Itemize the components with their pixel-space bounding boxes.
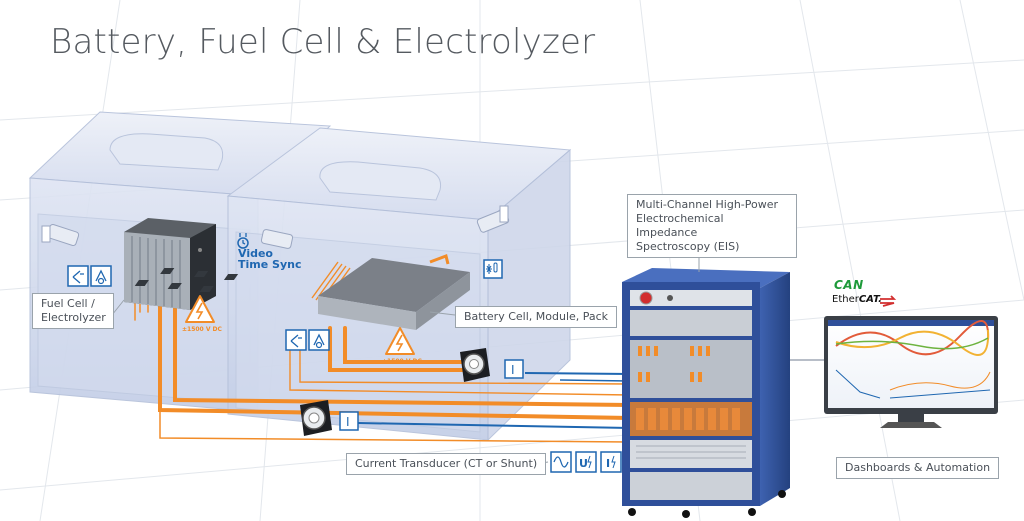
dashboards-label: Dashboards & Automation — [836, 457, 1000, 479]
can-bus-label: CAN — [834, 278, 864, 292]
stopwatch-icon — [237, 233, 249, 249]
dashboards-label-text: Dashboards & Automation — [845, 461, 991, 474]
blue-signal-cables — [357, 372, 631, 429]
voltage-signal-label: U — [579, 457, 588, 470]
monitor-icon — [824, 316, 998, 428]
camera-icon — [476, 205, 510, 233]
ct-symbol-label: I — [511, 363, 515, 377]
current-signal-label: I — [606, 457, 610, 470]
transducer-label-text: Current Transducer (CT or Shunt) — [355, 457, 538, 470]
ethercat-arrows-icon — [880, 295, 897, 307]
eis-label: Multi-Channel High-Power Electrochemical… — [627, 194, 797, 258]
battery-label: Battery Cell, Module, Pack — [455, 306, 618, 328]
temperature-sensor-icon — [90, 265, 112, 287]
eis-label-line3: Spectroscopy (EIS) — [636, 240, 740, 253]
fuel-cell-label-line2: Electrolyzer — [41, 311, 106, 324]
fuel-cell-label-line1: Fuel Cell / — [41, 297, 95, 310]
camera-icon — [41, 223, 80, 247]
battery-pack — [134, 254, 470, 330]
hv-warning-label: ±1500 V DC — [382, 358, 423, 365]
ethercat-label: EtherCAT. — [832, 294, 882, 305]
ct-symbol-box: I — [339, 411, 359, 431]
orange-power-cables — [134, 288, 632, 443]
eis-rack-cabinet — [622, 268, 790, 518]
fuel-cell-label: Fuel Cell / Electrolyzer — [32, 293, 114, 329]
battery-label-text: Battery Cell, Module, Pack — [464, 310, 609, 323]
current-transducer-icon — [300, 400, 332, 436]
eis-label-line1: Multi-Channel High-Power — [636, 198, 779, 211]
voltage-signal-icon: U — [575, 451, 597, 473]
temperature-sensor-icon — [308, 329, 330, 351]
video-label-line2: Time Sync — [238, 258, 302, 271]
current-transducer-icon — [460, 348, 490, 382]
transducer-label: Current Transducer (CT or Shunt) — [346, 453, 547, 475]
snowflake-thermometer-icon — [483, 259, 503, 279]
current-signal-icon: I — [600, 451, 622, 473]
video-time-sync-label: Video Time Sync — [238, 248, 301, 270]
thermocouple-icon — [285, 329, 307, 351]
fuel-cell-stack — [124, 218, 216, 310]
ethercat-prefix: Ether — [832, 294, 859, 305]
eis-label-line2: Electrochemical Impedance — [636, 212, 724, 239]
thermocouple-icon — [67, 265, 89, 287]
camera-icon — [260, 229, 294, 249]
sine-wave-icon — [550, 451, 572, 473]
video-label-line1: Video — [238, 247, 273, 260]
hv-warning-label: ±1500 V DC — [182, 326, 223, 333]
high-voltage-icon: ±1500 V DC — [182, 295, 223, 333]
page-title: Battery, Fuel Cell & Electrolyzer — [50, 22, 596, 62]
ethercat-suffix: CAT. — [858, 294, 882, 305]
ct-symbol-box: I — [504, 359, 524, 379]
ct-symbol-label: I — [346, 415, 350, 429]
high-voltage-icon: ±1500 V DC — [382, 327, 423, 365]
